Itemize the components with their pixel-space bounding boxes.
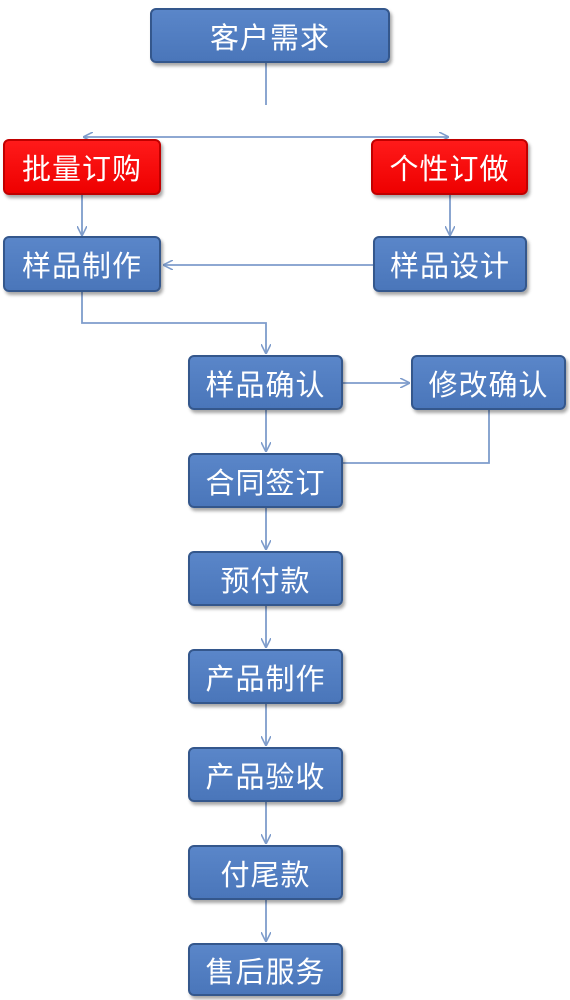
node-prepayment: 预付款 [188, 551, 343, 606]
node-sample-design: 样品设计 [373, 236, 527, 292]
node-bulk-order: 批量订购 [3, 139, 161, 195]
node-after-sales: 售后服务 [188, 943, 343, 996]
connector-revision-to-contract [343, 410, 490, 464]
node-product-acceptance: 产品验收 [188, 747, 343, 802]
node-sample-confirm: 样品确认 [188, 355, 343, 410]
node-sample-production: 样品制作 [3, 236, 161, 292]
node-final-payment: 付尾款 [188, 845, 343, 900]
node-custom-order: 个性订做 [371, 139, 528, 195]
node-customer-demand: 客户需求 [150, 8, 390, 63]
node-product-production: 产品制作 [188, 649, 343, 704]
node-contract-signing: 合同签订 [188, 453, 343, 508]
node-revision-confirm: 修改确认 [411, 355, 566, 410]
connector-production-to-confirm [81, 292, 266, 353]
